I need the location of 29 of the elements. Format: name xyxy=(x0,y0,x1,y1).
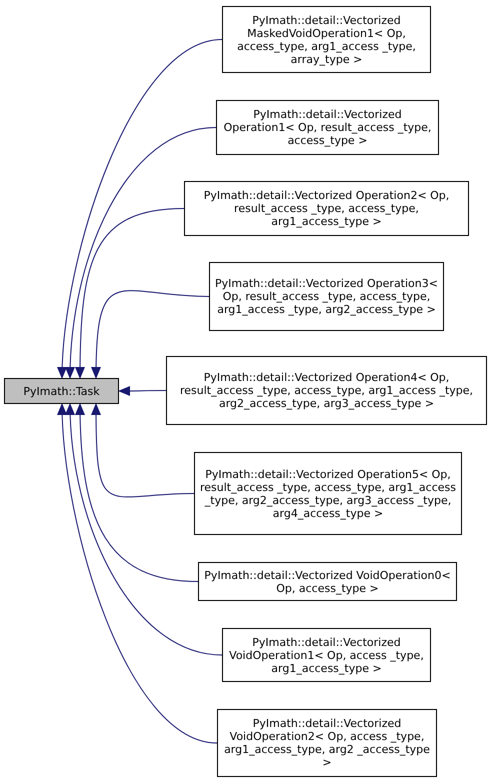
inheritance-arrow xyxy=(91,290,210,379)
class-box xyxy=(166,356,487,425)
class-name: PyImath::detail::Vectorized VoidOperation0< Op, access_type > xyxy=(203,568,452,594)
class-name: PyImath::detail::Vectorized MaskedVoidOperation1< Op, access_type, arg1_access _type, array_type > xyxy=(236,14,417,66)
class-name: PyImath::Task xyxy=(23,384,100,398)
class-box xyxy=(222,628,431,682)
class-box xyxy=(217,709,437,777)
inheritance-arrow xyxy=(65,403,222,656)
class-name: PyImath::detail::Vectorized Operation1< Op, result_access _type, access_type > xyxy=(222,108,432,147)
inheritance-arrow xyxy=(118,386,166,396)
class-name: PyImath::detail::Vectorized VoidOperation2< Op, access _type, arg1_access_type, arg2 _access_type > xyxy=(223,717,431,769)
class-name: PyImath::detail::Vectorized Operation2< Op, result_access _type, access_type, arg1_access_type > xyxy=(202,189,450,228)
class-box xyxy=(209,262,444,331)
inheritance-arrow xyxy=(91,403,194,498)
class-box xyxy=(216,100,439,155)
class-box xyxy=(194,452,462,535)
class-box xyxy=(198,562,457,601)
inheritance-arrow xyxy=(75,208,184,379)
base-class-box xyxy=(4,378,119,404)
inheritance-arrow xyxy=(57,403,218,744)
inheritance-arrow xyxy=(58,39,222,379)
class-box xyxy=(222,6,431,73)
class-name: PyImath::detail::Vectorized Operation3< Op, result_access _type, access_type, arg1_access _type, arg2_access_type > xyxy=(214,277,439,316)
class-name: PyImath::detail::Vectorized VoidOperation1< Op, access _type, arg1_access_type > xyxy=(228,636,425,674)
class-name: PyImath::detail::Vectorized Operation4< Op, result_access _type, access_type, arg1_access _type, arg2_access_type, arg3_access_type > xyxy=(178,371,474,410)
inheritance-arrow xyxy=(65,127,216,379)
inheritance-arrow xyxy=(75,403,198,582)
class-box xyxy=(184,181,469,236)
class-name: PyImath::detail::Vectorized Operation5< Op, result_access _type, access_type, arg1_access _type, arg2_access_type, arg3_access _type, arg4_access_type > xyxy=(199,468,457,520)
